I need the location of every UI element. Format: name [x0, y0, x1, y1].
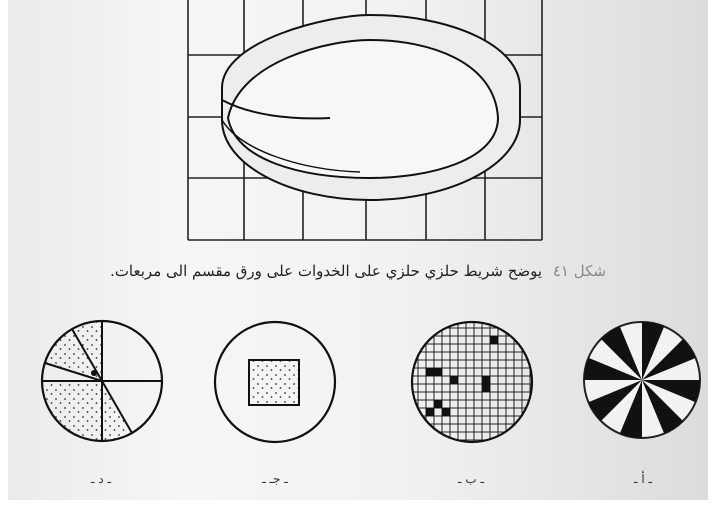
grid-band-diagram	[180, 0, 560, 245]
figure-a-label: ـ أ ـ	[598, 472, 688, 486]
figure-d-label: ـ د ـ	[56, 472, 146, 486]
square-in-circle-figure	[211, 318, 339, 446]
sectored-circle-figure	[36, 315, 168, 447]
figure-caption: شكل ٤١ يوضح شريط حلزي حلزي على الخدوات ع…	[8, 262, 708, 280]
caption-number: شكل ٤١	[553, 262, 606, 280]
scanned-page: شكل ٤١ يوضح شريط حلزي حلزي على الخدوات ع…	[8, 0, 708, 500]
caption-text: يوضح شريط حلزي حلزي على الخدوات على ورق …	[110, 262, 542, 280]
figure-b-label: ـ ب ـ	[426, 472, 516, 486]
grid-disk-figure	[406, 316, 538, 448]
figure-c-label: ـ جـ ـ	[230, 472, 320, 486]
twisted-band	[222, 15, 520, 200]
starburst-disk-figure	[580, 318, 704, 442]
